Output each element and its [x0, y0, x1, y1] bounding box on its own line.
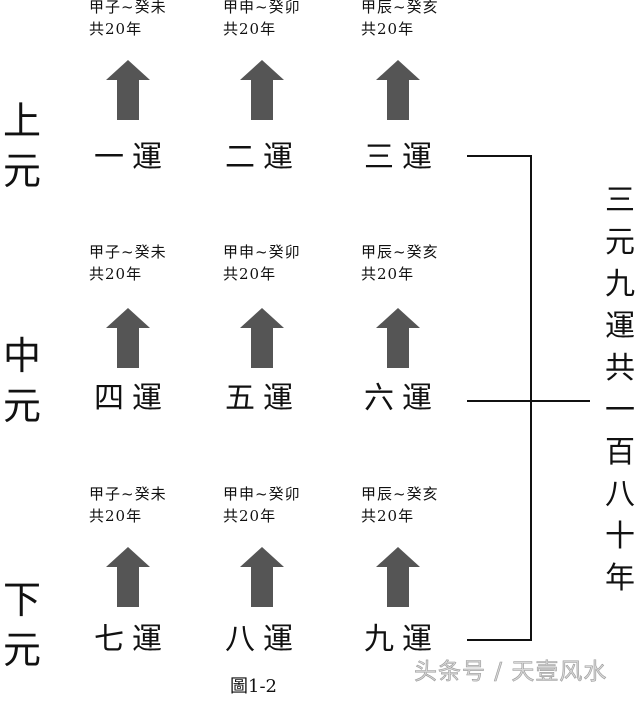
total-char: 一 — [605, 393, 635, 428]
up-arrow-icon — [376, 547, 420, 607]
cycle-label: 五運 — [225, 381, 301, 416]
up-arrow-icon — [376, 308, 420, 368]
cycle-range: 甲辰~癸亥 — [361, 243, 439, 261]
total-char: 年 — [605, 561, 635, 596]
cycle-label: 三運 — [364, 140, 440, 175]
cycle-note: 甲辰~癸亥 共20年 — [361, 241, 439, 285]
cycle-note: 甲子~癸未 共20年 — [89, 483, 167, 527]
cycle-note: 甲辰~癸亥 共20年 — [361, 0, 439, 40]
era-label-middle: 中 元 — [0, 331, 44, 431]
cycle-span: 共20年 — [89, 20, 143, 38]
era-char: 元 — [2, 149, 41, 193]
cycle-label: 四運 — [94, 381, 170, 416]
cycle-range: 甲辰~癸亥 — [361, 485, 439, 503]
total-char: 八 — [605, 477, 635, 512]
cycle-note: 甲申~癸卯 共20年 — [223, 0, 301, 40]
cycle-range: 甲申~癸卯 — [223, 243, 301, 261]
cycle-span: 共20年 — [361, 20, 415, 38]
era-char: 元 — [2, 628, 41, 672]
cycle-span: 共20年 — [223, 20, 277, 38]
up-arrow-icon — [106, 547, 150, 607]
cycle-span: 共20年 — [223, 507, 277, 525]
cycle-note: 甲辰~癸亥 共20年 — [361, 483, 439, 527]
cycle-span: 共20年 — [361, 265, 415, 283]
total-char: 百 — [605, 435, 635, 470]
total-char: 運 — [605, 309, 635, 344]
era-label-upper: 上 元 — [0, 96, 44, 196]
up-arrow-icon — [376, 60, 420, 120]
cycle-label: 一運 — [94, 140, 170, 175]
bracket-top-line — [467, 155, 532, 157]
up-arrow-icon — [240, 308, 284, 368]
era-char: 下 — [2, 578, 41, 622]
cycle-note: 甲申~癸卯 共20年 — [223, 241, 301, 285]
watermark: 头条号 / 天壹风水 — [414, 659, 608, 686]
cycle-label: 二運 — [225, 140, 301, 175]
cycle-span: 共20年 — [89, 507, 143, 525]
cycle-label: 八運 — [225, 622, 301, 657]
era-char: 元 — [2, 384, 41, 428]
bracket-vertical-line — [530, 155, 532, 641]
cycle-label: 七運 — [94, 622, 170, 657]
cycle-span: 共20年 — [223, 265, 277, 283]
cycle-label: 六運 — [364, 381, 440, 416]
cycle-range: 甲申~癸卯 — [223, 485, 301, 503]
total-char: 十 — [605, 519, 635, 554]
cycle-label: 九運 — [364, 622, 440, 657]
total-char: 三 — [605, 183, 635, 218]
cycle-span: 共20年 — [89, 265, 143, 283]
total-char: 九 — [605, 267, 635, 302]
bracket-bottom-line — [467, 639, 532, 641]
total-char: 元 — [605, 225, 635, 260]
cycle-range: 甲子~癸未 — [89, 0, 167, 16]
cycle-range: 甲辰~癸亥 — [361, 0, 439, 16]
cycle-range: 甲子~癸未 — [89, 485, 167, 503]
era-label-lower: 下 元 — [0, 575, 44, 675]
cycle-range: 甲申~癸卯 — [223, 0, 301, 16]
total-char: 共 — [605, 351, 635, 386]
bracket-middle-line — [467, 400, 590, 402]
up-arrow-icon — [106, 60, 150, 120]
era-char: 中 — [2, 334, 41, 378]
era-char: 上 — [2, 99, 41, 143]
cycle-span: 共20年 — [361, 507, 415, 525]
cycle-note: 甲申~癸卯 共20年 — [223, 483, 301, 527]
total-summary: 三 元 九 運 共 一 百 八 十 年 — [600, 180, 640, 600]
figure-caption: 圖1-2 — [230, 676, 277, 697]
up-arrow-icon — [240, 547, 284, 607]
cycle-note: 甲子~癸未 共20年 — [89, 0, 167, 40]
cycle-note: 甲子~癸未 共20年 — [89, 241, 167, 285]
up-arrow-icon — [240, 60, 284, 120]
cycle-range: 甲子~癸未 — [89, 243, 167, 261]
up-arrow-icon — [106, 308, 150, 368]
